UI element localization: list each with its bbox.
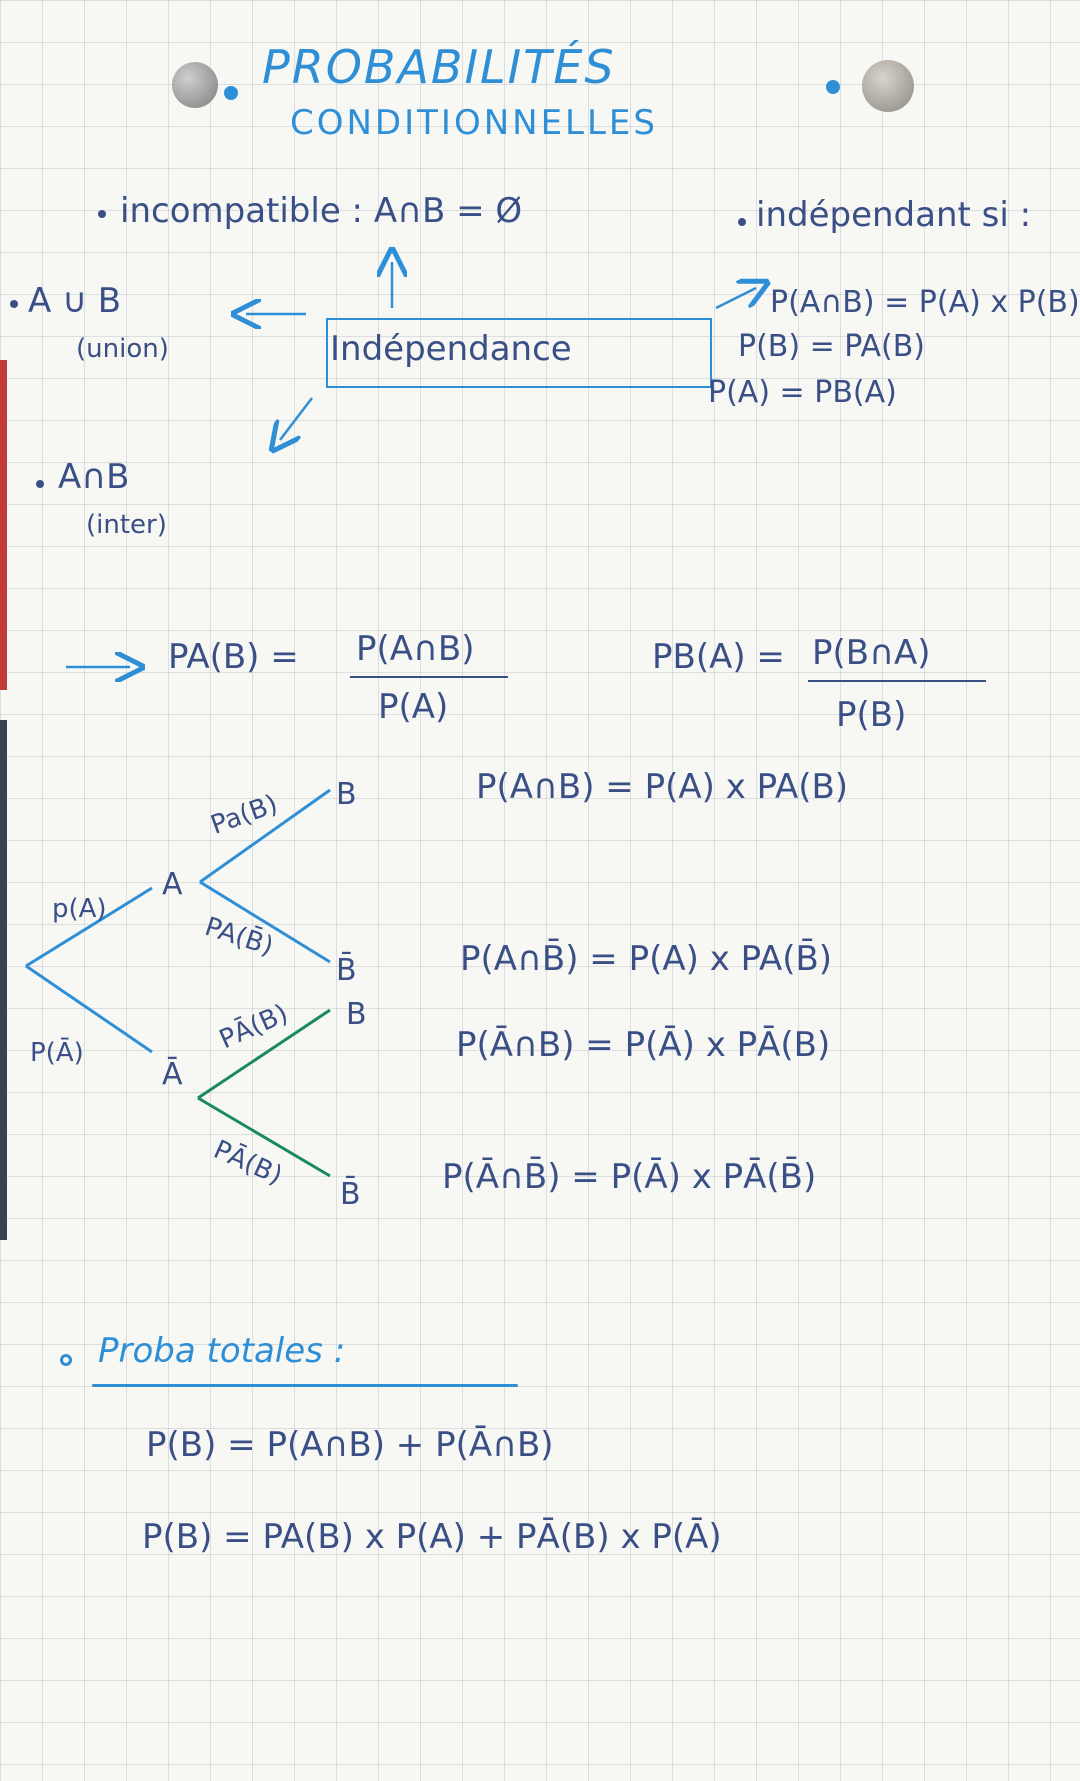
cond-right-fraction-bar (808, 680, 986, 682)
cond-right-numerator: P(B∩A) (812, 633, 931, 673)
totales-underline (92, 1384, 518, 1387)
branch-a-b (199, 788, 331, 884)
totales-formula-1: P(B) = P(A∩B) + P(Ā∩B) (146, 1425, 554, 1465)
indep-formula-1: P(A∩B) = P(A) x P(B) (770, 285, 1080, 320)
cond-right-denominator: P(B) (836, 695, 907, 735)
inter-text: A∩B (58, 457, 130, 497)
cond-left-lhs: PA(B) = (168, 637, 299, 677)
branch-a-bbar (199, 880, 331, 964)
cond-right-lhs: PB(A) = (652, 637, 785, 677)
tree-formula-4: P(Ā∩B̄) = P(Ā) x PĀ(B̄) (442, 1157, 817, 1197)
totales-heading: Proba totales : (98, 1331, 346, 1371)
union-text: A ∪ B (28, 281, 122, 321)
incompatible-text: incompatible : A∩B = Ø (120, 191, 523, 231)
bullet-totales (60, 1354, 72, 1366)
tree-leaf-b-2: B (346, 997, 367, 1032)
bullet-union (10, 300, 18, 308)
independant-si-text: indépendant si : (756, 195, 1032, 235)
independance-label: Indépendance (330, 329, 572, 369)
tree-root-label-a: p(A) (52, 894, 107, 924)
inter-label: (inter) (86, 510, 167, 540)
tree-formula-1: P(A∩B) = P(A) x PA(B) (476, 767, 849, 807)
title-dot-right (826, 80, 840, 94)
branch-abar-bbar (197, 1096, 331, 1178)
tree-formula-2: P(A∩B̄) = P(A) x PA(B̄) (460, 939, 833, 979)
tree-formula-3: P(Ā∩B) = P(Ā) x PĀ(B) (456, 1025, 831, 1065)
arrow-up-right (715, 288, 756, 310)
tree-leaf-bbar-1: B̄ (336, 953, 357, 988)
title-dot-left (224, 86, 238, 100)
indep-formula-3: P(A) = PB(A) (708, 375, 897, 410)
tree-root-label-abar: P(Ā) (30, 1038, 84, 1068)
cond-left-fraction-bar (350, 676, 508, 678)
totales-formula-2: P(B) = PA(B) x P(A) + PĀ(B) x P(Ā) (142, 1517, 722, 1557)
cond-left-denominator: P(A) (378, 687, 449, 727)
union-label: (union) (76, 334, 169, 364)
indep-formula-2: P(B) = PA(B) (738, 329, 925, 364)
title-line1: PROBABILITÉS (262, 40, 616, 94)
title-line2: CONDITIONNELLES (290, 103, 658, 143)
left-edge-red (0, 360, 7, 690)
tree-leaf-b-1: B (336, 777, 357, 812)
arrow-down-left (280, 397, 313, 440)
tree-node-a: A (162, 867, 183, 902)
branch-root-abar (25, 964, 153, 1054)
bullet-independant (738, 218, 746, 226)
title-circle-right (862, 60, 914, 112)
left-edge-dark (0, 720, 7, 1240)
cond-left-numerator: P(A∩B) (356, 629, 475, 669)
bullet-inter (36, 480, 44, 488)
branch-root-a (25, 886, 153, 968)
independance-box (326, 318, 712, 388)
tree-leaf-bbar-2: B̄ (340, 1177, 361, 1212)
branch-abar-b (197, 1008, 331, 1100)
bullet-incompatible (98, 210, 106, 218)
title-circle-left (172, 62, 218, 108)
tree-node-abar: Ā (162, 1057, 183, 1092)
